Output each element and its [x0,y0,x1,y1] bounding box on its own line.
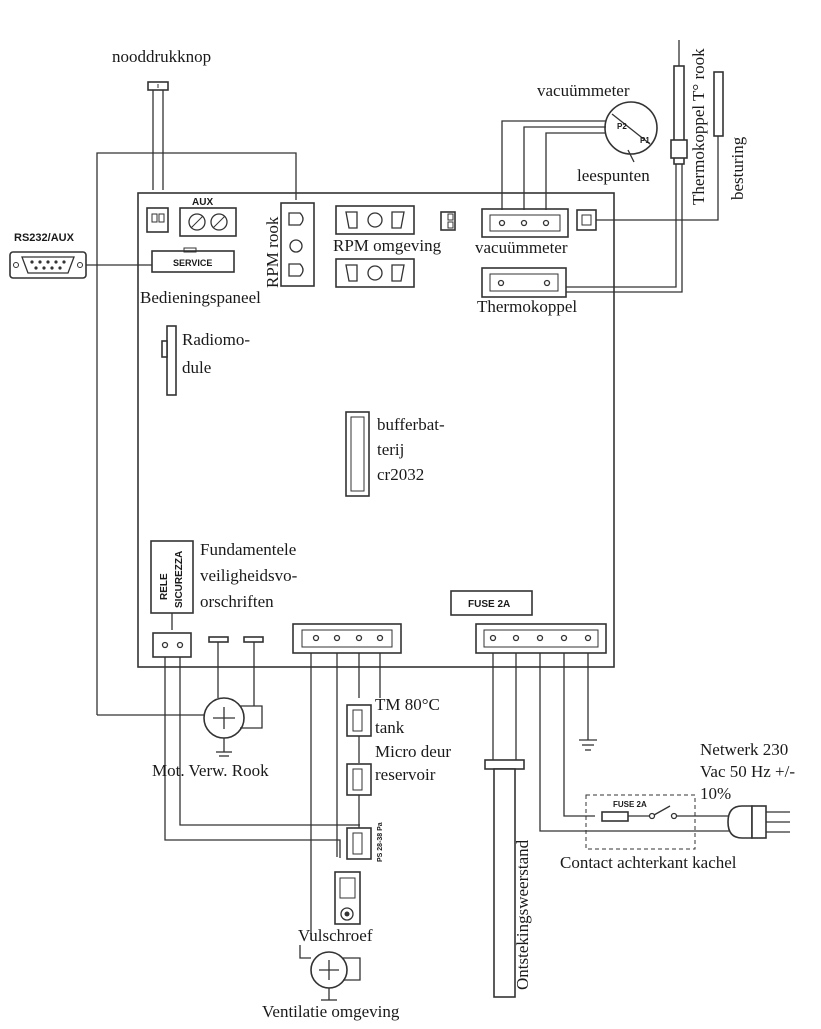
sensor-connector [292,623,402,654]
thermokoppel-connector [481,267,567,298]
board-fuse [450,590,533,616]
label-rs232: RS232/AUX [14,232,75,244]
label-thermokoppel-rook: Thermokoppel T° rook [689,48,708,205]
jumper [440,211,456,231]
label-rpm-rook: RPM rook [263,216,282,288]
label-fund-2: veiligheidsvo- [200,566,298,585]
label-buffer-1: bufferbat- [377,415,445,434]
besturing-probe [713,71,724,137]
label-vulschroef: Vulschroef [298,926,373,945]
besturing-connector [576,209,597,231]
thermocouple-probe [670,40,688,165]
aux-terminal [179,207,237,237]
label-ps: PS 28-38 Pa [377,822,384,862]
board-part-2 [243,636,264,643]
wire-emergency-loop [96,152,297,715]
label-aux: AUX [192,197,213,208]
label-bedieningspaneel: Bedieningspaneel [140,288,261,307]
wire-thermocouple-2 [566,164,683,293]
wire-besturing [596,136,719,221]
label-nooddrukknop: nooddrukknop [112,47,211,66]
service-connector [151,247,235,273]
buffer-battery [345,411,370,497]
label-ventilatie: Ventilatie omgeving [262,1002,400,1021]
contact-box [585,794,730,850]
motor-connector [152,632,192,658]
label-leespunten: leespunten [577,166,650,185]
auger-motor [334,871,361,925]
label-fuse-board: FUSE 2A [468,599,510,610]
label-fuse-contact: FUSE 2A [613,800,647,809]
emergency-connector [146,207,169,233]
wire-thermocouple-1 [566,164,677,288]
door-micro-switch [346,763,372,828]
radio-module [161,325,177,396]
mains-plug [700,805,790,839]
label-contact: Contact achterkant kachel [560,853,737,872]
wire-power-1 [539,653,700,832]
label-buffer-3: cr2032 [377,465,424,484]
ventilation-fan [310,951,361,1001]
label-service: SERVICE [173,258,212,268]
rpm-omgeving-connector-bottom [335,258,415,288]
tube-vacuum-3 [545,132,606,210]
ignition-resistor [484,653,525,998]
label-vacuummeter-top: vacuümmeter [537,81,630,100]
rpm-omgeving-connector-top [335,205,415,235]
vacuummeter-connector [481,208,569,238]
label-buffer-2: terij [377,440,404,459]
wire-motor-b [179,657,360,826]
label-fund-3: orschriften [200,592,274,611]
label-netwerk-1: Netwerk 230 [700,740,788,759]
label-rele: RELE [159,573,170,600]
rpm-rook-connector [280,202,315,287]
emergency-button [147,81,169,190]
label-netwerk-3: 10% [700,784,731,803]
safety-relay [150,540,194,614]
ground-symbol [579,653,597,751]
tube-vacuum-1 [501,120,606,210]
label-p1: P1 [640,136,650,145]
label-sicurezza: SICUREZZA [174,551,185,608]
fume-motor [203,697,263,757]
rs232-connector [9,251,87,279]
wire-power-2 [563,653,595,817]
label-vacuummeter-board: vacuümmeter [475,238,568,257]
board-part-1 [208,636,229,643]
label-micro-2: reservoir [375,765,436,784]
tm80-sensor [346,704,372,763]
label-rpm-omgeving: RPM omgeving [333,236,442,255]
label-radiomodule-1: Radiomo- [182,330,250,349]
wire-fan [299,945,311,959]
label-micro-1: Micro deur [375,742,451,761]
label-p2: P2 [617,122,627,131]
label-mot-rook: Mot. Verw. Rook [152,761,269,780]
vacuum-gauge [604,101,658,163]
label-besturing: besturing [728,136,747,200]
label-netwerk-2: Vac 50 Hz +/- [700,762,795,781]
label-tm-1: TM 80°C [375,695,440,714]
power-connector [475,623,607,654]
label-ontsteking: Ontstekingsweerstand [513,839,532,990]
label-fund-1: Fundamentele [200,540,296,559]
pressure-switch [346,827,372,860]
tube-vacuum-2 [523,126,606,210]
label-thermokoppel-board: Thermokoppel [477,297,577,316]
label-radiomodule-2: dule [182,358,211,377]
label-tm-2: tank [375,718,405,737]
wire-motor-a [164,657,341,858]
